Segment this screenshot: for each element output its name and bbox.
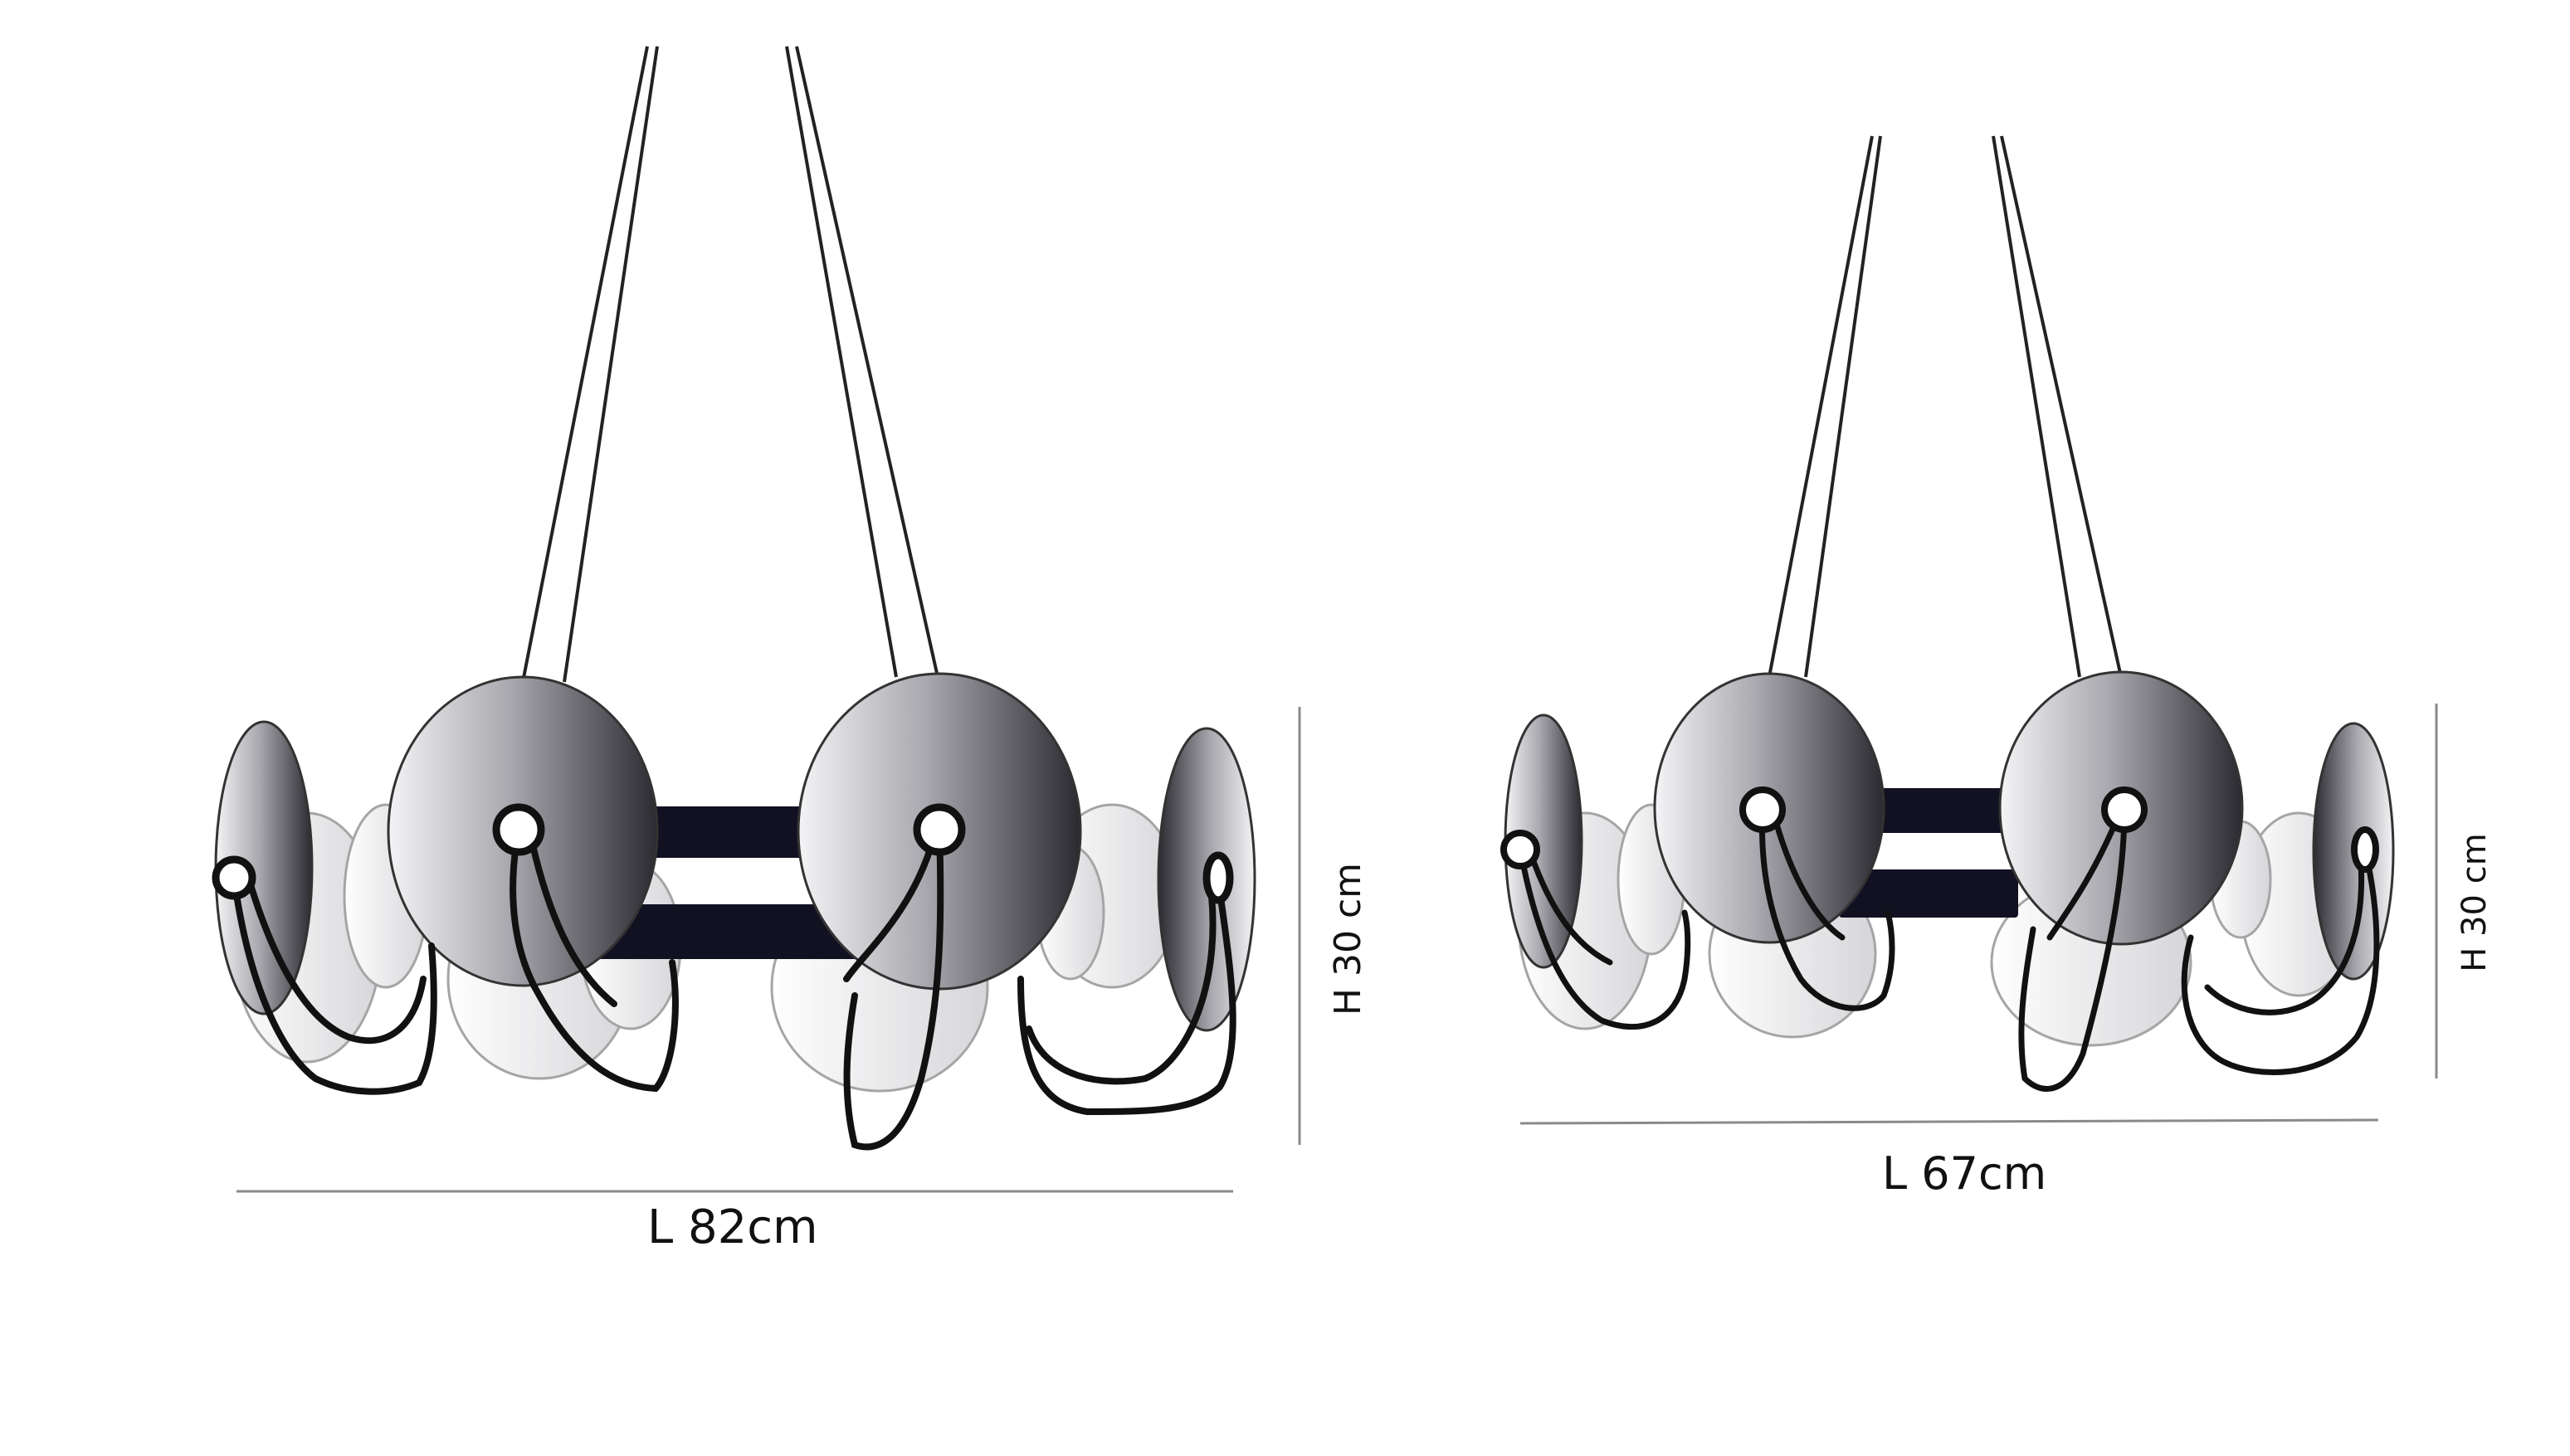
frame-bars	[1839, 788, 2018, 918]
arm-cables	[1517, 806, 2380, 1092]
small-length-label: L 67cm	[1882, 1147, 2047, 1200]
bulb-sockets	[212, 803, 1234, 904]
dimension-lines	[237, 707, 1301, 1193]
suspension-cables	[1768, 135, 2123, 678]
dimension-lines	[1519, 704, 2438, 1125]
suspension-cables	[521, 46, 939, 683]
large-height-label: H 30 cm	[1327, 862, 1369, 1016]
large-chandelier	[212, 46, 1301, 1193]
bulb-sockets	[1500, 786, 2379, 873]
small-chandelier	[1500, 135, 2438, 1125]
arm-cables	[231, 826, 1236, 1151]
small-height-label: H 30 cm	[2455, 833, 2494, 972]
large-length-label: L 82cm	[647, 1200, 818, 1254]
